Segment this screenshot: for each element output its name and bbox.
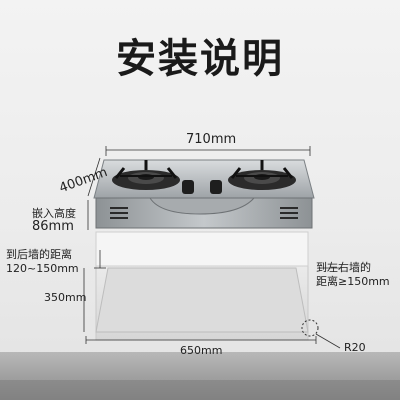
vent-slots	[110, 207, 298, 219]
page-title: 安装说明	[116, 36, 284, 82]
dimension-lines	[83, 146, 340, 344]
dim-cutout-width: 650mm	[180, 344, 223, 357]
dim-cutout-depth: 350mm	[44, 291, 87, 304]
control-knobs	[182, 180, 222, 194]
dim-embed-height-label: 嵌入高度	[32, 207, 76, 220]
left-burner	[112, 160, 180, 190]
dim-rear-wall-label: 到后墙的距离	[6, 248, 72, 261]
dim-embed-height-value: 86mm	[32, 219, 74, 234]
dim-rear-wall-value: 120~150mm	[6, 262, 79, 275]
dim-side-wall-label: 到左右墙的	[316, 261, 371, 274]
right-burner	[228, 160, 296, 190]
dim-corner-radius: R20	[344, 341, 366, 354]
dim-width-top: 710mm	[186, 132, 237, 147]
dim-side-wall-value: 距离≥150mm	[316, 275, 390, 288]
corner-radius-marker	[301, 319, 319, 337]
